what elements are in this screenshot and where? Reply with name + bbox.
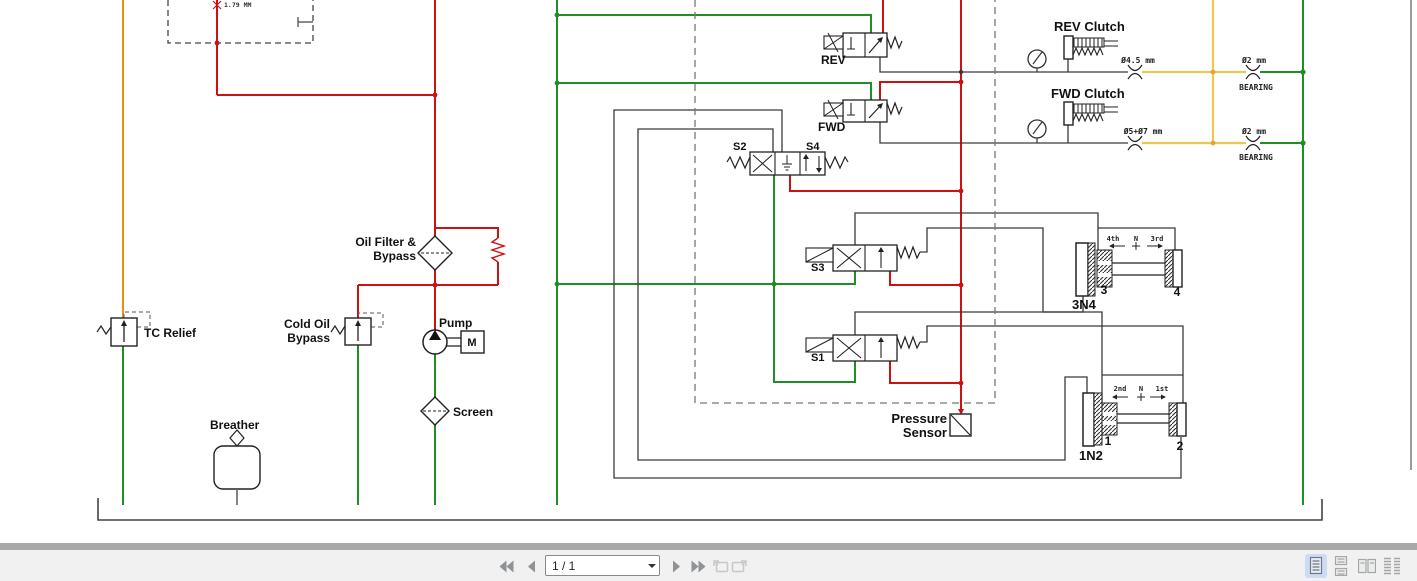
label-s4: S4: [806, 141, 820, 153]
next-page-button[interactable]: [666, 558, 686, 574]
torque-converter-dashed-box: [167, 0, 314, 44]
previous-view-button[interactable]: [711, 558, 731, 574]
label-oil-filter-2: Bypass: [373, 249, 416, 263]
label-orifice-fwd: Ø5+Ø7 mm: [1123, 126, 1163, 136]
label-fwd: FWD: [818, 120, 846, 134]
s1-valve: S1: [805, 334, 921, 364]
page-number-combo[interactable]: [545, 555, 660, 576]
single-page-view-icon: [1309, 556, 1323, 575]
sump-line: [97, 498, 1323, 521]
label-s2: S2: [733, 141, 746, 153]
next-view-icon: [731, 560, 747, 573]
label-top-note: 1.79 MM: [224, 1, 251, 9]
label-s1: S1: [811, 352, 824, 364]
valve-block-dashed-boundary: [694, 0, 996, 404]
continuous-facing-view-icon: [1384, 557, 1400, 575]
label-rev: REV: [821, 53, 846, 67]
continuous-view-button[interactable]: [1330, 554, 1352, 578]
lube-lines-yellow: [1142, 0, 1246, 145]
label-cold-oil-1: Cold Oil: [284, 317, 330, 331]
orifice-fwd: [1127, 135, 1143, 151]
label-rev-clutch: REV Clutch: [1054, 19, 1125, 34]
facing-page-view-button[interactable]: [1356, 554, 1378, 578]
label-bearing-rev: BEARING: [1239, 83, 1273, 92]
next-view-button[interactable]: [729, 558, 749, 574]
single-page-view-button[interactable]: [1305, 554, 1327, 578]
last-page-icon: [691, 560, 706, 572]
cold-oil-bypass-valve: Cold Oil Bypass: [284, 312, 384, 346]
continuous-facing-view-button[interactable]: [1381, 554, 1403, 578]
first-page-icon: [499, 560, 514, 572]
pressure-sensor-symbol: Pressure Sensor: [891, 409, 972, 440]
breather-assembly: Breather: [210, 418, 261, 505]
label-breather: Breather: [210, 418, 260, 432]
label-orifice-rev-bearing: Ø2 mm: [1241, 55, 1266, 65]
fwd-clutch-symbol: FWD Clutch: [1051, 86, 1125, 126]
label-shift34-n: N: [1134, 235, 1138, 243]
label-pos2: 2: [1177, 439, 1184, 453]
tc-relief-valve: TC Relief: [96, 311, 197, 347]
label-oil-filter-1: Oil Filter &: [355, 235, 416, 249]
label-pressure-2: Sensor: [903, 425, 947, 440]
label-pressure-1: Pressure: [891, 411, 947, 426]
label-shift34-left: 4th: [1107, 235, 1120, 243]
label-pos4: 4: [1174, 285, 1181, 299]
pressure-gauge-fwd: [1027, 119, 1047, 143]
return-lines-green: [122, 0, 1304, 505]
label-tc-relief: TC Relief: [144, 326, 197, 340]
label-shift34-right: 3rd: [1151, 235, 1164, 243]
bracket-symbol: [297, 17, 313, 27]
label-shift12-n: N: [1139, 385, 1143, 393]
gear-actuator-3n4: 4th N 3rd 3 4 3N4: [1072, 235, 1183, 312]
label-bearing-fwd: BEARING: [1239, 153, 1273, 162]
label-pos3: 3: [1101, 283, 1108, 297]
label-orifice-rev: Ø4.5 mm: [1120, 55, 1155, 65]
fwd-valve: FWD: [818, 99, 903, 134]
last-page-button[interactable]: [689, 558, 709, 574]
orifice-fwd-bearing: [1245, 135, 1261, 151]
first-page-button[interactable]: [496, 558, 516, 574]
label-shift12-left: 2nd: [1114, 385, 1127, 393]
junction-dots: [214, 12, 1306, 386]
combo-dropdown-arrow-icon[interactable]: [645, 556, 659, 575]
rev-clutch-symbol: REV Clutch: [1054, 19, 1125, 60]
page-number-input[interactable]: [546, 558, 645, 573]
s3-valve: S3: [805, 244, 921, 274]
oil-filter-bypass: Oil Filter & Bypass: [355, 235, 507, 271]
next-page-icon: [672, 560, 680, 572]
facing-page-view-icon: [1358, 558, 1376, 574]
orifice-rev-bearing: [1245, 64, 1261, 80]
continuous-view-icon: [1334, 556, 1348, 576]
gear-actuator-1n2: 2nd N 1st 1 2 1N2: [1079, 385, 1187, 463]
label-pos1: 1: [1105, 434, 1112, 448]
page-bottom-shadow: [0, 543, 1417, 550]
control-wires: [613, 57, 1184, 479]
previous-page-icon: [527, 560, 535, 572]
s2-s4-valve: S2 S4: [726, 141, 849, 176]
pump-assembly: M Pump: [422, 316, 485, 355]
label-shift12-right: 1st: [1156, 385, 1169, 393]
label-gear12: 1N2: [1079, 448, 1103, 463]
label-s3: S3: [811, 262, 824, 274]
previous-view-icon: [713, 560, 729, 573]
label-pump: Pump: [439, 316, 472, 330]
label-orifice-fwd-bearing: Ø2 mm: [1241, 126, 1266, 136]
label-cold-oil-2: Bypass: [287, 331, 330, 345]
schematic-canvas: 1.79 MM TC Relief Cold Oil Bypass Oil Fi…: [96, 0, 1412, 521]
label-gear34: 3N4: [1072, 297, 1097, 312]
label-motor-m: M: [467, 337, 476, 349]
supply-lines-red: [216, 0, 962, 409]
viewer-bottom-toolbar: [0, 550, 1417, 581]
screen-filter: Screen: [420, 396, 493, 426]
pressure-gauge-rev: [1027, 49, 1047, 72]
rev-valve: REV: [821, 32, 903, 67]
orifice-rev: [1127, 64, 1143, 80]
converter-inlet-symbol: [212, 0, 222, 10]
label-screen: Screen: [453, 405, 493, 419]
label-fwd-clutch: FWD Clutch: [1051, 86, 1125, 101]
previous-page-button[interactable]: [521, 558, 541, 574]
